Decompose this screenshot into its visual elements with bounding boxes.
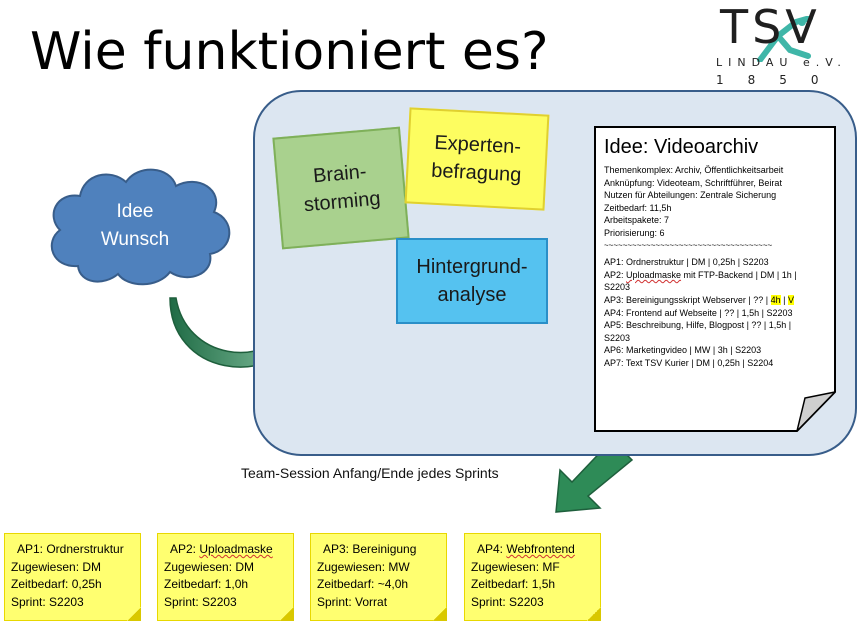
doc-work-package: AP3: Bereinigungsskript Webserver | ?? |… [604,294,794,305]
doc-work-package: AP6: Marketingvideo | MW | 3h | S2203 [604,345,762,356]
slide-title: Wie funktioniert es? [30,22,549,82]
doc-work-package: AP5: Beschreibung, Hilfe, Blogpost | ?? … [604,320,792,331]
task-title: AP2: Uploadmaske [170,542,273,556]
note-fold [587,607,601,621]
cloud-label: Idee Wunsch [70,198,200,254]
task-time: Zeitbedarf: 1,5h [471,577,556,591]
note-fold [433,607,447,621]
doc-meta-line: Arbeitspakete: 7 [604,215,670,226]
task-title: AP1: Ordnerstruktur [17,542,124,556]
hintergrund-line2: analyse [437,284,507,306]
doc-work-package: AP2: Uploadmaske mit FTP-Backend | DM | … [604,269,797,280]
doc-work-package: AP1: Ordnerstruktur | DM | 0,25h | S2203 [604,257,769,268]
task-card-ap1: AP1: Ordnerstruktur Zugewiesen: DM Zeitb… [4,533,141,621]
idea-wish-cloud [50,168,231,286]
background-analysis-note: Hintergrund- analyse [396,238,548,324]
task-title: AP4: Webfrontend [477,542,575,556]
task-sprint: Sprint: S2203 [471,594,544,609]
hintergrund-line1: Hintergrund- [416,256,528,278]
cloud-label-line1: Idee [116,201,154,222]
task-card-ap4: AP4: Webfrontend Zugewiesen: MF Zeitbeda… [464,533,601,621]
cloud-label-line2: Wunsch [100,229,170,250]
task-sprint: Sprint: S2203 [164,594,237,609]
doc-work-package: AP4: Frontend auf Webseite | ?? | 1,5h |… [604,307,793,318]
document-title: Idee: Videoarchiv [604,136,759,158]
task-time: Zeitbedarf: 1,0h [164,577,249,591]
doc-work-package-cont: S2203 [604,332,631,343]
doc-meta-line: Nutzen für Abteilungen: Zentrale Sicheru… [604,190,777,201]
doc-separator: ~~~~~~~~~~~~~~~~~~~~~~~~~~~~~~~~~~~~ [604,240,773,250]
document-shape [594,126,836,432]
experten-line2: befragung [430,159,522,187]
team-session-caption: Team-Session Anfang/Ende jedes Sprints [241,465,499,481]
doc-meta-line: Themenkomplex: Archiv, Öffentlichkeitsar… [604,165,784,175]
doc-meta-line: Zeitbedarf: 11,5h [604,202,672,213]
brainstorming-line2: storming [303,187,382,217]
task-assigned: Zugewiesen: MW [317,559,410,574]
brainstorming-note: Brain- storming [272,126,410,250]
doc-meta-line: Anknüpfung: Videoteam, Schriftführer, Be… [604,177,782,188]
tsv-lindau-logo: TSV LINDAU e.V. 1850 [712,0,857,88]
highlighted-sprint: V [787,294,794,305]
highlighted-hours: 4h [770,294,781,305]
task-card-ap3: AP3: Bereinigung Zugewiesen: MW Zeitbeda… [310,533,447,621]
runner-figure-icon [757,16,813,62]
task-card-ap2: AP2: Uploadmaske Zugewiesen: DM Zeitbeda… [157,533,294,621]
task-assigned: Zugewiesen: DM [164,559,255,574]
doc-work-package-cont: S2203 [604,282,631,293]
task-assigned: Zugewiesen: DM [11,559,102,574]
logo-year: 1850 [716,73,843,87]
doc-meta-line: Priorisierung: 6 [604,227,665,238]
expert-interview-note: Experten- befragung [404,107,550,211]
task-title: AP3: Bereinigung [323,542,417,556]
arrow-to-tasks [555,438,634,513]
task-time: Zeitbedarf: 0,25h [11,577,102,591]
task-sprint: Sprint: Vorrat [317,594,388,609]
task-assigned: Zugewiesen: MF [471,559,560,574]
task-time: Zeitbedarf: ~4,0h [317,577,409,591]
note-fold [280,607,294,621]
note-fold [127,607,141,621]
logo-name: TSV [720,0,821,54]
idea-document: Idee: Videoarchiv Themenkomplex: Archiv,… [594,126,836,432]
doc-work-package: AP7: Text TSV Kurier | DM | 0,25h | S220… [604,357,774,368]
logo-subtitle: LINDAU e.V. [716,56,847,69]
task-sprint: Sprint: S2203 [11,594,84,609]
